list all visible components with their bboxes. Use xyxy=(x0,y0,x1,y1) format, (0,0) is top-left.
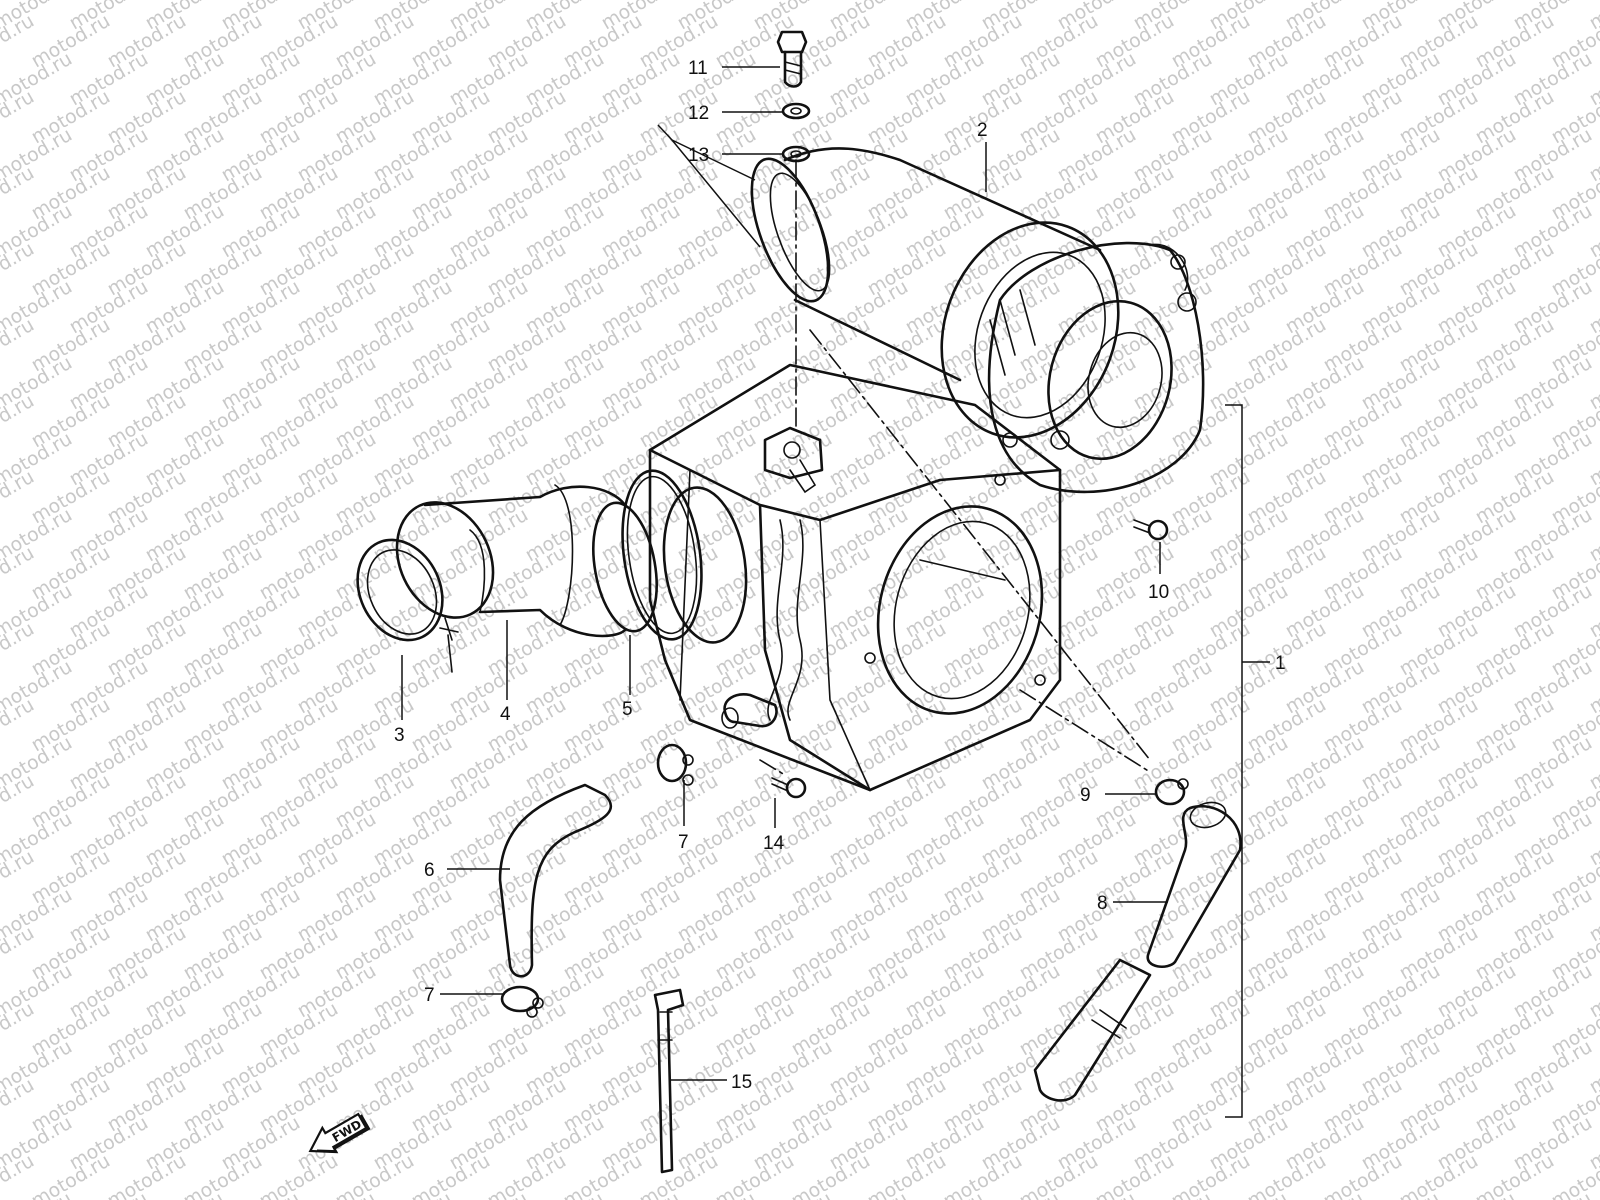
callout-11: 11 xyxy=(688,58,708,79)
part-6-hose xyxy=(498,783,613,978)
callout-7-upper: 7 xyxy=(678,832,689,853)
part-5-ring xyxy=(621,469,748,644)
callout-10: 10 xyxy=(1148,582,1169,603)
callout-9: 9 xyxy=(1080,785,1091,806)
part-9-cap xyxy=(1154,778,1189,806)
assembly-center-lines xyxy=(759,159,1151,776)
callout-6: 6 xyxy=(424,860,435,881)
part-12-washer xyxy=(781,102,811,120)
callout-8: 8 xyxy=(1097,893,1108,914)
part-11-bolt xyxy=(776,30,808,88)
callout-5: 5 xyxy=(622,699,633,720)
air-filter-element xyxy=(750,147,1205,494)
callout-13: 13 xyxy=(688,145,709,166)
callout-15: 15 xyxy=(731,1072,752,1093)
part-7-clip-upper xyxy=(656,743,694,786)
callout-7-lower: 7 xyxy=(424,985,435,1006)
part-10-screw xyxy=(1133,519,1169,541)
callout-14: 14 xyxy=(763,833,785,854)
part-15-strap xyxy=(653,988,685,1174)
callout-1: 1 xyxy=(1275,653,1286,674)
part-1-bracket xyxy=(1225,404,1270,1118)
air-cleaner-case xyxy=(648,363,1062,792)
part-8-drain-hose xyxy=(1033,801,1242,1102)
callout-3: 3 xyxy=(394,725,405,746)
part-4-intake-boot xyxy=(395,484,658,638)
leader-lines xyxy=(401,66,1168,1081)
part-3-clamp xyxy=(356,538,459,673)
callout-labels: 1 2 3 4 5 6 7 7 8 9 10 11 12 13 14 15 xyxy=(394,58,1286,1093)
callout-4: 4 xyxy=(500,704,511,725)
part-14-screw xyxy=(771,777,807,799)
callout-12: 12 xyxy=(688,103,709,124)
part-7-clip-lower xyxy=(500,985,544,1018)
callout-2: 2 xyxy=(977,120,988,141)
